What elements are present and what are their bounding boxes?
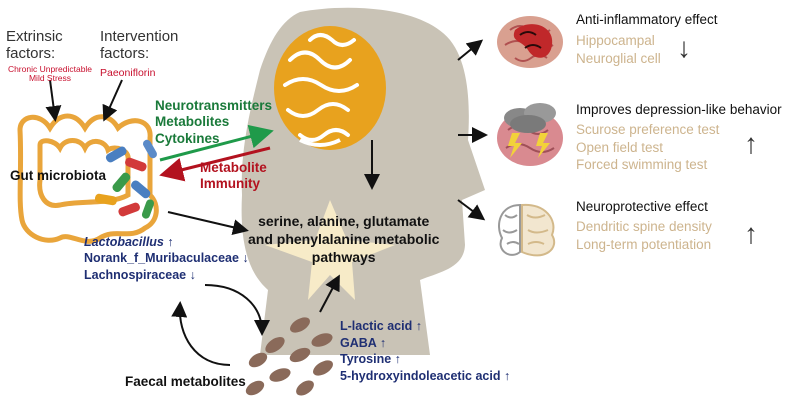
extrinsic-factors-label: Extrinsic factors: bbox=[6, 28, 63, 63]
bacteria-cluster bbox=[94, 139, 157, 219]
bacteria-item: Lachnospiraceae ↓ bbox=[84, 267, 196, 282]
bacteria-item: Lactobacillus ↑ bbox=[84, 235, 174, 249]
gut-to-pathways-arrow bbox=[167, 211, 249, 236]
metabolite-item: GABA ↑ bbox=[340, 335, 387, 350]
effect-direction-down-icon: ↓ bbox=[677, 32, 691, 63]
brain-to-gut-labels: Metabolite Immunity bbox=[200, 160, 267, 193]
brain-graphic bbox=[274, 26, 386, 150]
intervention-factors-detail: Paeoniflorin bbox=[100, 67, 156, 79]
signal-immunity: Immunity bbox=[200, 176, 261, 192]
effect-items-neuroprotective: Dendritic spine density Long-term potent… bbox=[576, 219, 712, 252]
effect-arrow-3 bbox=[457, 199, 486, 221]
metabolite-item: Tyrosine ↑ bbox=[340, 352, 401, 366]
inflamed-brain-icon bbox=[497, 16, 563, 68]
cycle-arrow-up bbox=[171, 301, 231, 366]
effect-title-depression: Improves depression-like behavior bbox=[576, 102, 782, 117]
metabolic-pathways-label: serine, alanine, glutamate and phenylala… bbox=[248, 213, 440, 266]
effect-title-anti-inflammatory: Anti-inflammatory effect bbox=[576, 12, 718, 27]
signal-metabolites: Metabolites bbox=[155, 114, 230, 130]
intervention-arrow bbox=[102, 79, 123, 122]
intervention-factors-label: Intervention factors: bbox=[100, 28, 179, 63]
neuroprotective-brain-icon bbox=[498, 203, 555, 257]
stormy-brain-icon bbox=[497, 103, 563, 166]
bacteria-list: Lactobacillus ↑ Norank_f_Muribaculaceae … bbox=[84, 234, 249, 283]
effect-items-depression: Scurose preference test Open field test … bbox=[576, 122, 720, 173]
intestine-graphic bbox=[17, 113, 159, 244]
extrinsic-factors-detail: Chronic Unpredictable Mild Stress bbox=[7, 64, 93, 84]
effect-direction-up-icon: ↑ bbox=[744, 218, 758, 249]
bacteria-item: Norank_f_Muribaculaceae ↓ bbox=[84, 251, 249, 266]
faecal-metabolites-label: Faecal metabolites bbox=[125, 374, 246, 389]
metabolite-item: L-lactic acid ↑ bbox=[340, 319, 422, 333]
effect-arrow-1 bbox=[457, 39, 484, 61]
signal-metabolite: Metabolite bbox=[200, 160, 267, 175]
feces-pellets bbox=[245, 317, 333, 396]
metabolite-list: L-lactic acid ↑ GABA ↑ Tyrosine ↑ 5-hydr… bbox=[340, 318, 510, 384]
cycle-arrow-down bbox=[204, 284, 270, 336]
effect-title-neuroprotective: Neuroprotective effect bbox=[576, 199, 708, 214]
metabolic-starburst bbox=[265, 200, 395, 300]
gut-to-brain-labels: Neurotransmitters Metabolites Cytokines bbox=[155, 98, 272, 147]
signal-neurotransmitters: Neurotransmitters bbox=[155, 98, 273, 113]
metabolite-item: 5-hydroxyindoleacetic acid ↑ bbox=[340, 368, 511, 383]
signal-cytokines: Cytokines bbox=[155, 130, 220, 146]
faecal-to-pathways-arrow bbox=[319, 274, 340, 313]
gut-microbiota-label: Gut microbiota bbox=[10, 168, 107, 183]
effect-items-anti-inflammatory: Hippocampal Neuroglial cell bbox=[576, 33, 661, 66]
brain-to-gut-arrow bbox=[159, 146, 271, 182]
gut-to-brain-arrow bbox=[159, 124, 274, 162]
effect-direction-up-icon: ↑ bbox=[744, 128, 758, 159]
extrinsic-arrow bbox=[45, 79, 62, 122]
